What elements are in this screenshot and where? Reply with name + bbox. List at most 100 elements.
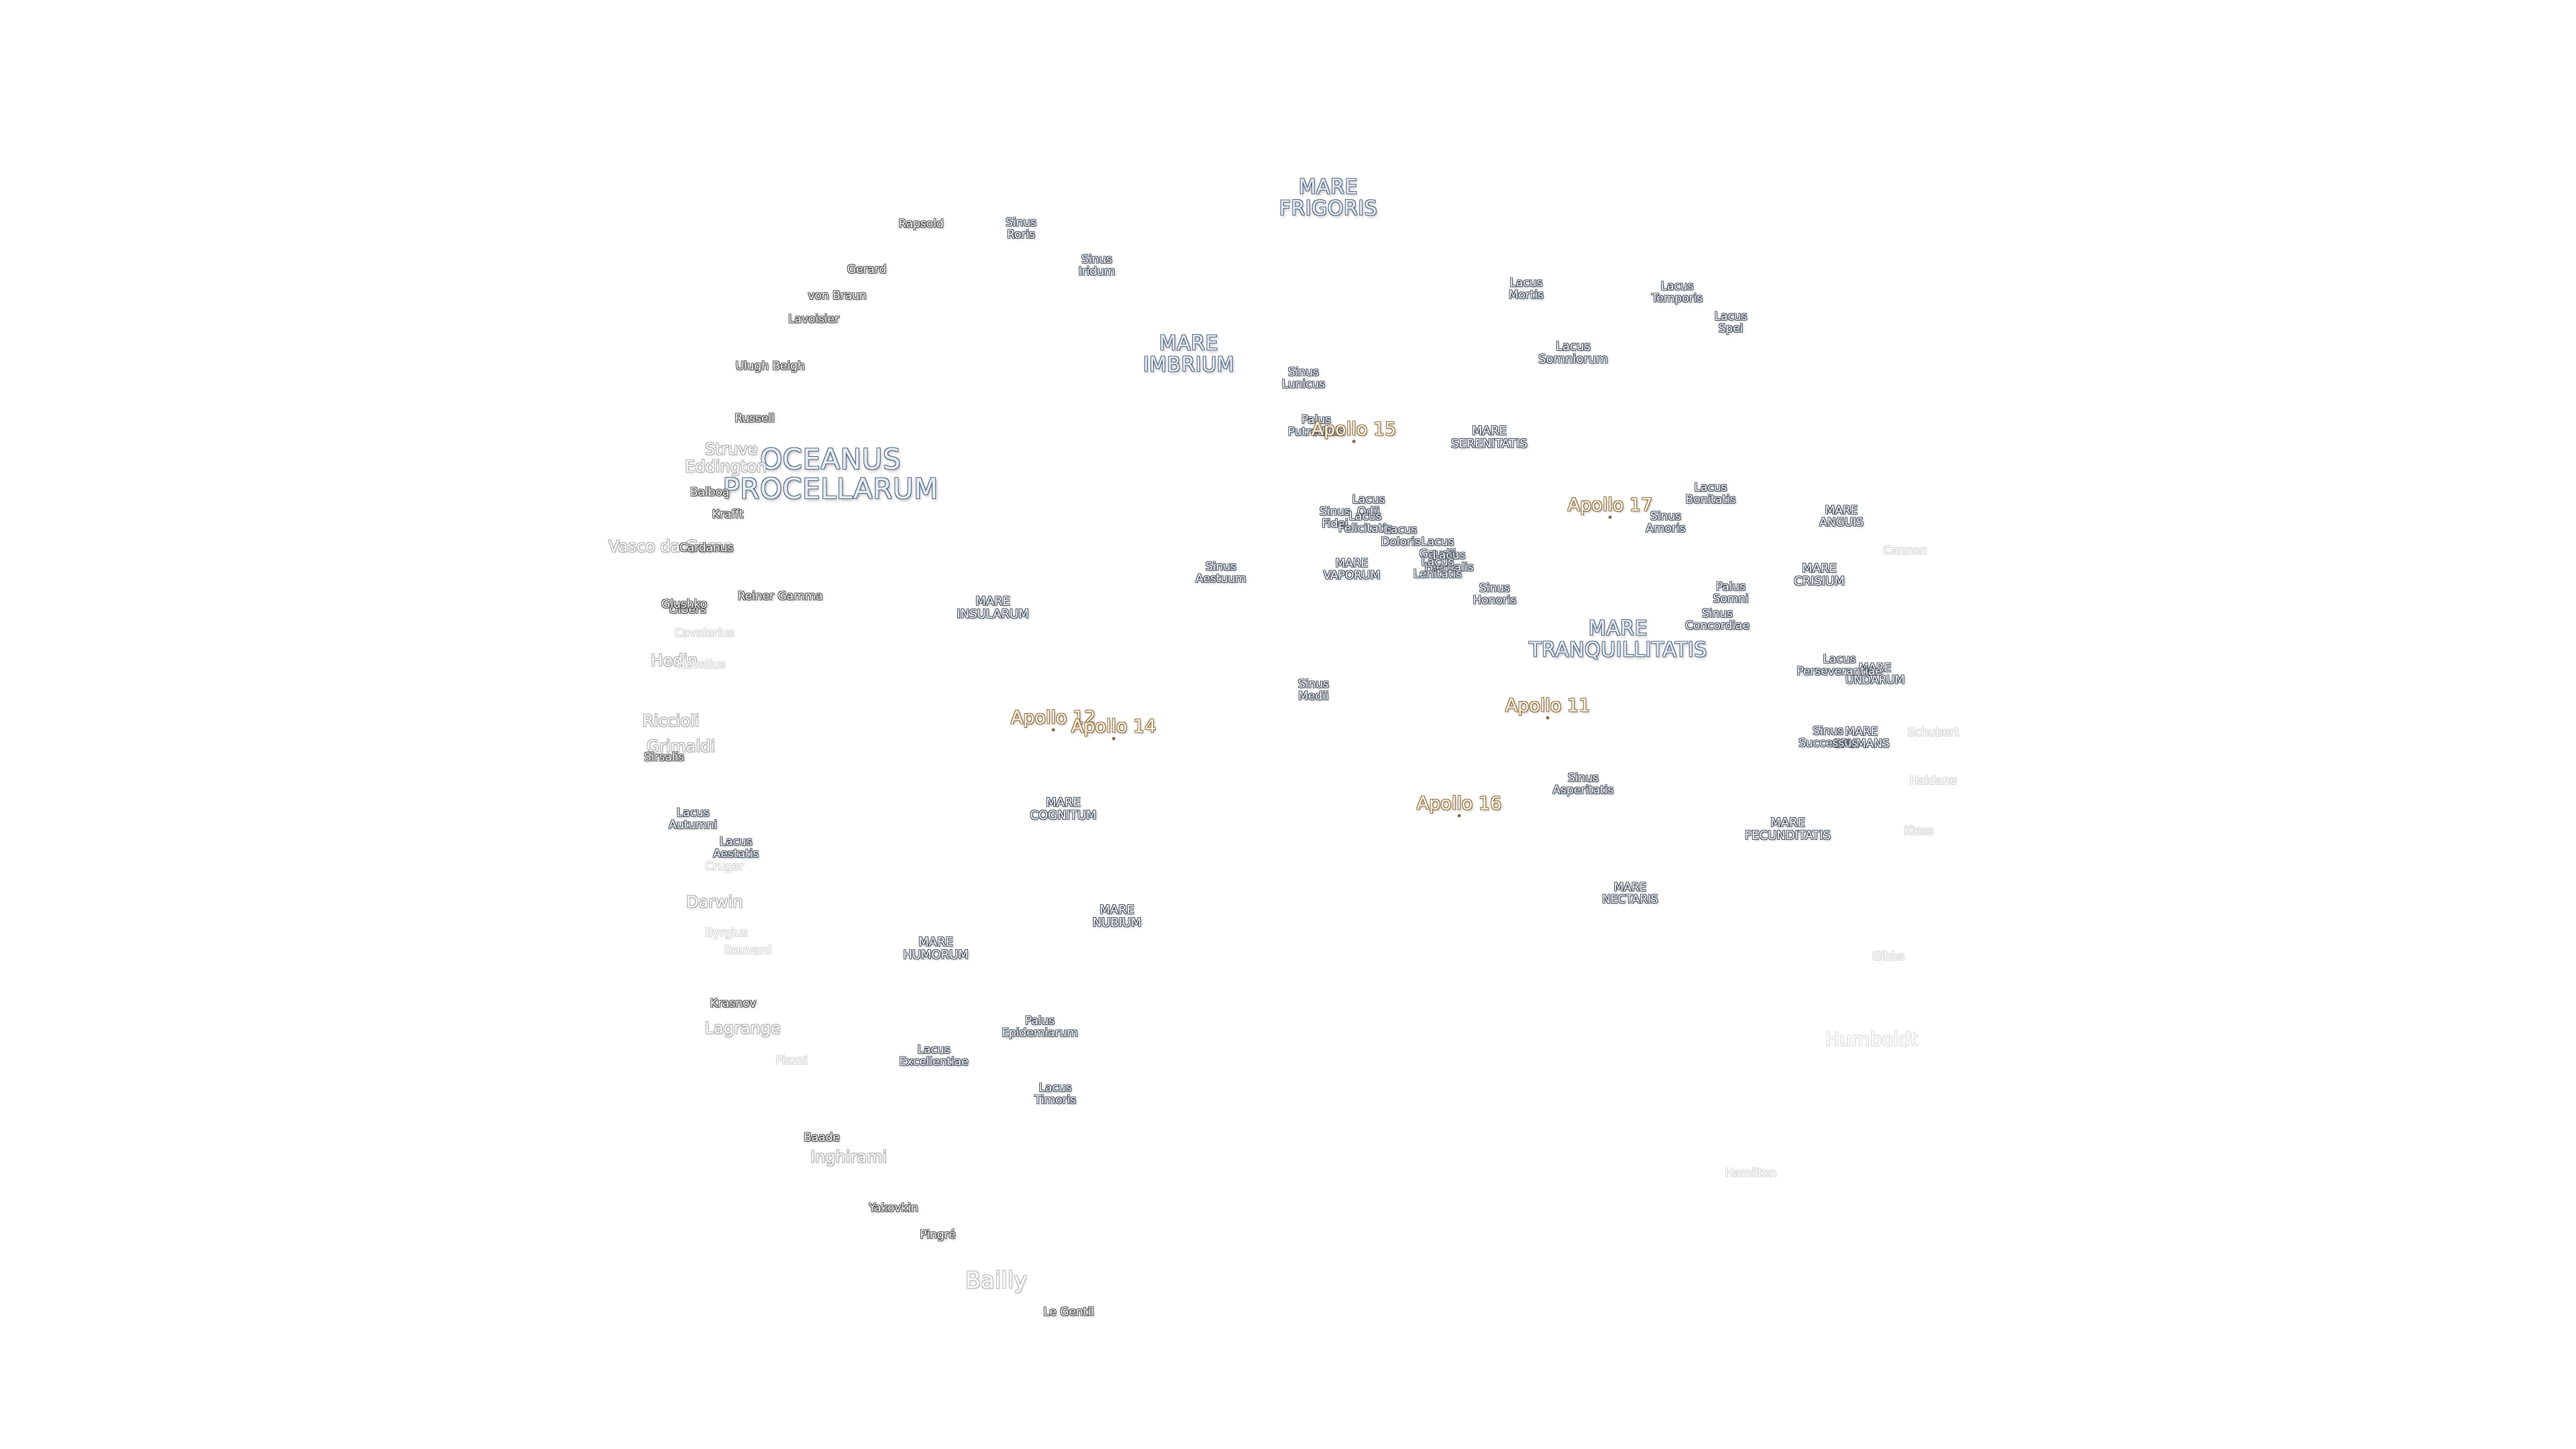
map-label-oceanus-procellarum: OCEANUS PROCELLARUM [722, 442, 938, 505]
map-label-lacus-odii: Lacus Odii [1352, 493, 1385, 519]
map-label-inghirami: Inghirami [810, 1147, 888, 1167]
map-label-lacus-excellentiae: Lacus Excellentiae [899, 1043, 969, 1069]
map-label-le-gentil: Le Gentil [1043, 1305, 1094, 1320]
map-label-gerard: Gerard [847, 263, 887, 277]
map-label-gibbs: Gibbs [1872, 950, 1905, 964]
map-label-lacus-autumni: Lacus Autumni [669, 806, 717, 832]
map-label-mare-tranquillitatis: MARE TRANQUILLITATIS [1529, 616, 1707, 661]
landing-site-label: Apollo 12 [1010, 707, 1096, 729]
map-label-ulugh-beigh: Ulugh Beigh [735, 360, 805, 374]
landing-site-apollo-16: Apollo 16 [1416, 793, 1502, 818]
map-label-struve: Struve [704, 439, 758, 459]
map-label-sinus-asperitatis: Sinus Asperitatis [1552, 771, 1614, 797]
map-label-krafft: Krafft [712, 508, 744, 522]
map-label-lacus-felicitatis: Lacus Felicitatis [1338, 510, 1393, 535]
map-label-mare-nectaris: MARE NECTARIS [1602, 881, 1658, 906]
map-label-mare-fecunditatis: MARE FECUNDITATIS [1744, 816, 1831, 843]
landing-site-apollo-12: Apollo 12 [1010, 707, 1096, 732]
map-label-lacus-perseverantiae: Lacus Perseverantiae [1796, 653, 1882, 678]
map-label-lacus-hiemalis: Lacus Hiemalis [1424, 549, 1474, 574]
map-label-darwin: Darwin [686, 892, 743, 912]
map-label-palus-somni: Palus Somni [1713, 580, 1749, 606]
map-label-sinus-honoris: Sinus Honoris [1472, 582, 1517, 607]
map-label-hevelius: Hevelius [676, 658, 726, 672]
map-label-cavalerius: Cavalerius [674, 627, 735, 641]
map-label-lacus-doloris: Lacus Doloris [1381, 523, 1421, 549]
map-label-sinus-medii: Sinus Medii [1298, 678, 1329, 703]
map-label-russell: Russell [735, 412, 775, 426]
map-label-lacus-mortis: Lacus Mortis [1508, 276, 1544, 302]
map-label-sinus-aestuum: Sinus Aestuum [1195, 560, 1246, 586]
map-label-bailly: Bailly [965, 1267, 1028, 1295]
landing-site-label: Apollo 11 [1505, 695, 1591, 716]
landing-site-label: Apollo 17 [1567, 494, 1653, 516]
map-label-sinus-concordiae: Sinus Concordiae [1685, 607, 1750, 633]
map-label-sirsalis: Sirsalis [643, 751, 685, 765]
map-label-piazzi: Piazzi [775, 1054, 808, 1068]
map-label-lacus-aestatis: Lacus Aestatis [713, 835, 759, 861]
map-label-mare-insularum: MARE INSULARUM [957, 594, 1029, 621]
map-label-mare-crisium: MARE CRISIUM [1794, 561, 1845, 588]
map-label-yakovkin: Yakovkin [869, 1201, 918, 1216]
landing-site-marker-icon [1546, 716, 1550, 720]
map-label-sinus-lunicus: Sinus Lunicus [1281, 366, 1326, 391]
map-label-lacus-temporis: Lacus Temporis [1651, 280, 1703, 305]
landing-site-apollo-14: Apollo 14 [1071, 716, 1157, 741]
map-label-hamilton: Hamilton [1725, 1167, 1777, 1181]
map-label-lacus-timoris: Lacus Timoris [1034, 1081, 1077, 1107]
map-label-humboldt: Humboldt [1825, 1028, 1918, 1051]
map-label-lacus-bonitatis: Lacus Bonitatis [1685, 481, 1736, 506]
map-label-mare-spumans: MARE SPUMANS [1833, 725, 1890, 751]
map-label-lacus-spei: Lacus Spei [1714, 310, 1748, 335]
landing-site-apollo-15: Apollo 15 [1311, 419, 1397, 443]
map-label-mare-humorum: MARE HUMORUM [903, 935, 969, 962]
map-label-bouvard: Bouvard [724, 944, 772, 958]
map-label-lacus-somniorum: Lacus Somniorum [1538, 339, 1608, 366]
map-label-cannon: Cannon [1883, 544, 1927, 558]
map-label-lacus-gaudii: Lacus Gaudii [1419, 535, 1456, 561]
map-label-krasnov: Krasnov [710, 997, 757, 1011]
map-label-riccioli: Riccioli [642, 711, 700, 731]
map-label-mare-cognitum: MARE COGNITUM [1030, 796, 1097, 822]
map-label-reiner-gamma: Reiner Gamma [737, 590, 823, 604]
landing-site-apollo-11: Apollo 11 [1505, 695, 1591, 720]
map-label-mare-vaporum: MARE VAPORUM [1323, 557, 1381, 582]
map-label-mare-frigoris: MARE FRIGORIS [1279, 175, 1378, 220]
map-label-cardanus: Cardanus [679, 541, 734, 555]
map-label-sinus-successus: Sinus Successus [1798, 724, 1858, 750]
map-label-lacus-lenitatis: Lacus Lenitatis [1413, 555, 1462, 581]
map-label-sinus-roris: Sinus Roris [1006, 216, 1036, 241]
map-label-sinus-iridum: Sinus Iridum [1078, 253, 1116, 278]
map-label-olbers: Olbers [669, 603, 706, 617]
map-label-baade: Baade [804, 1131, 840, 1145]
map-label-kiess: Kiess [1903, 824, 1934, 839]
map-label-lagrange: Lagrange [704, 1018, 781, 1038]
map-label-sinus-amoris: Sinus Amoris [1646, 510, 1686, 535]
landing-site-marker-icon [1352, 439, 1356, 443]
map-label-rapsold: Rapsold [898, 217, 944, 231]
landing-site-marker-icon [1112, 737, 1116, 741]
landing-site-label: Apollo 14 [1071, 716, 1157, 737]
landing-site-marker-icon [1609, 515, 1612, 519]
landing-site-label: Apollo 15 [1311, 419, 1397, 440]
map-label-mare-nubium: MARE NUBIUM [1092, 903, 1142, 930]
map-label-sinus-fidei: Sinus Fidei [1320, 505, 1350, 531]
landing-site-label: Apollo 16 [1416, 793, 1502, 814]
map-label-eddington: Eddington [684, 457, 767, 476]
map-label-hedin: Hedin [651, 651, 698, 670]
landing-site-marker-icon [1458, 814, 1461, 818]
map-label-haldane: Haldane [1909, 774, 1957, 788]
map-label-palus-epidemiarum: Palus Epidemiarum [1002, 1014, 1078, 1040]
map-label-mare-anguis: MARE ANGUIS [1819, 504, 1864, 529]
map-label-schubert: Schubert [1907, 726, 1960, 740]
map-label-mare-undarum: MARE UNDARUM [1845, 661, 1905, 687]
map-label-pingré: Pingré [920, 1228, 956, 1242]
landing-site-apollo-17: Apollo 17 [1567, 494, 1653, 519]
map-label-cruger: Cruger [705, 860, 744, 874]
map-label-mare-imbrium: MARE IMBRIUM [1142, 331, 1235, 376]
map-label-vasco-da-gama: Vasco da Gama [608, 537, 734, 556]
map-label-von-braun: von Braun [808, 289, 867, 303]
map-label-mare-serenitatis: MARE SERENITATIS [1451, 424, 1527, 451]
map-label-balboa: Balboa [690, 486, 730, 500]
